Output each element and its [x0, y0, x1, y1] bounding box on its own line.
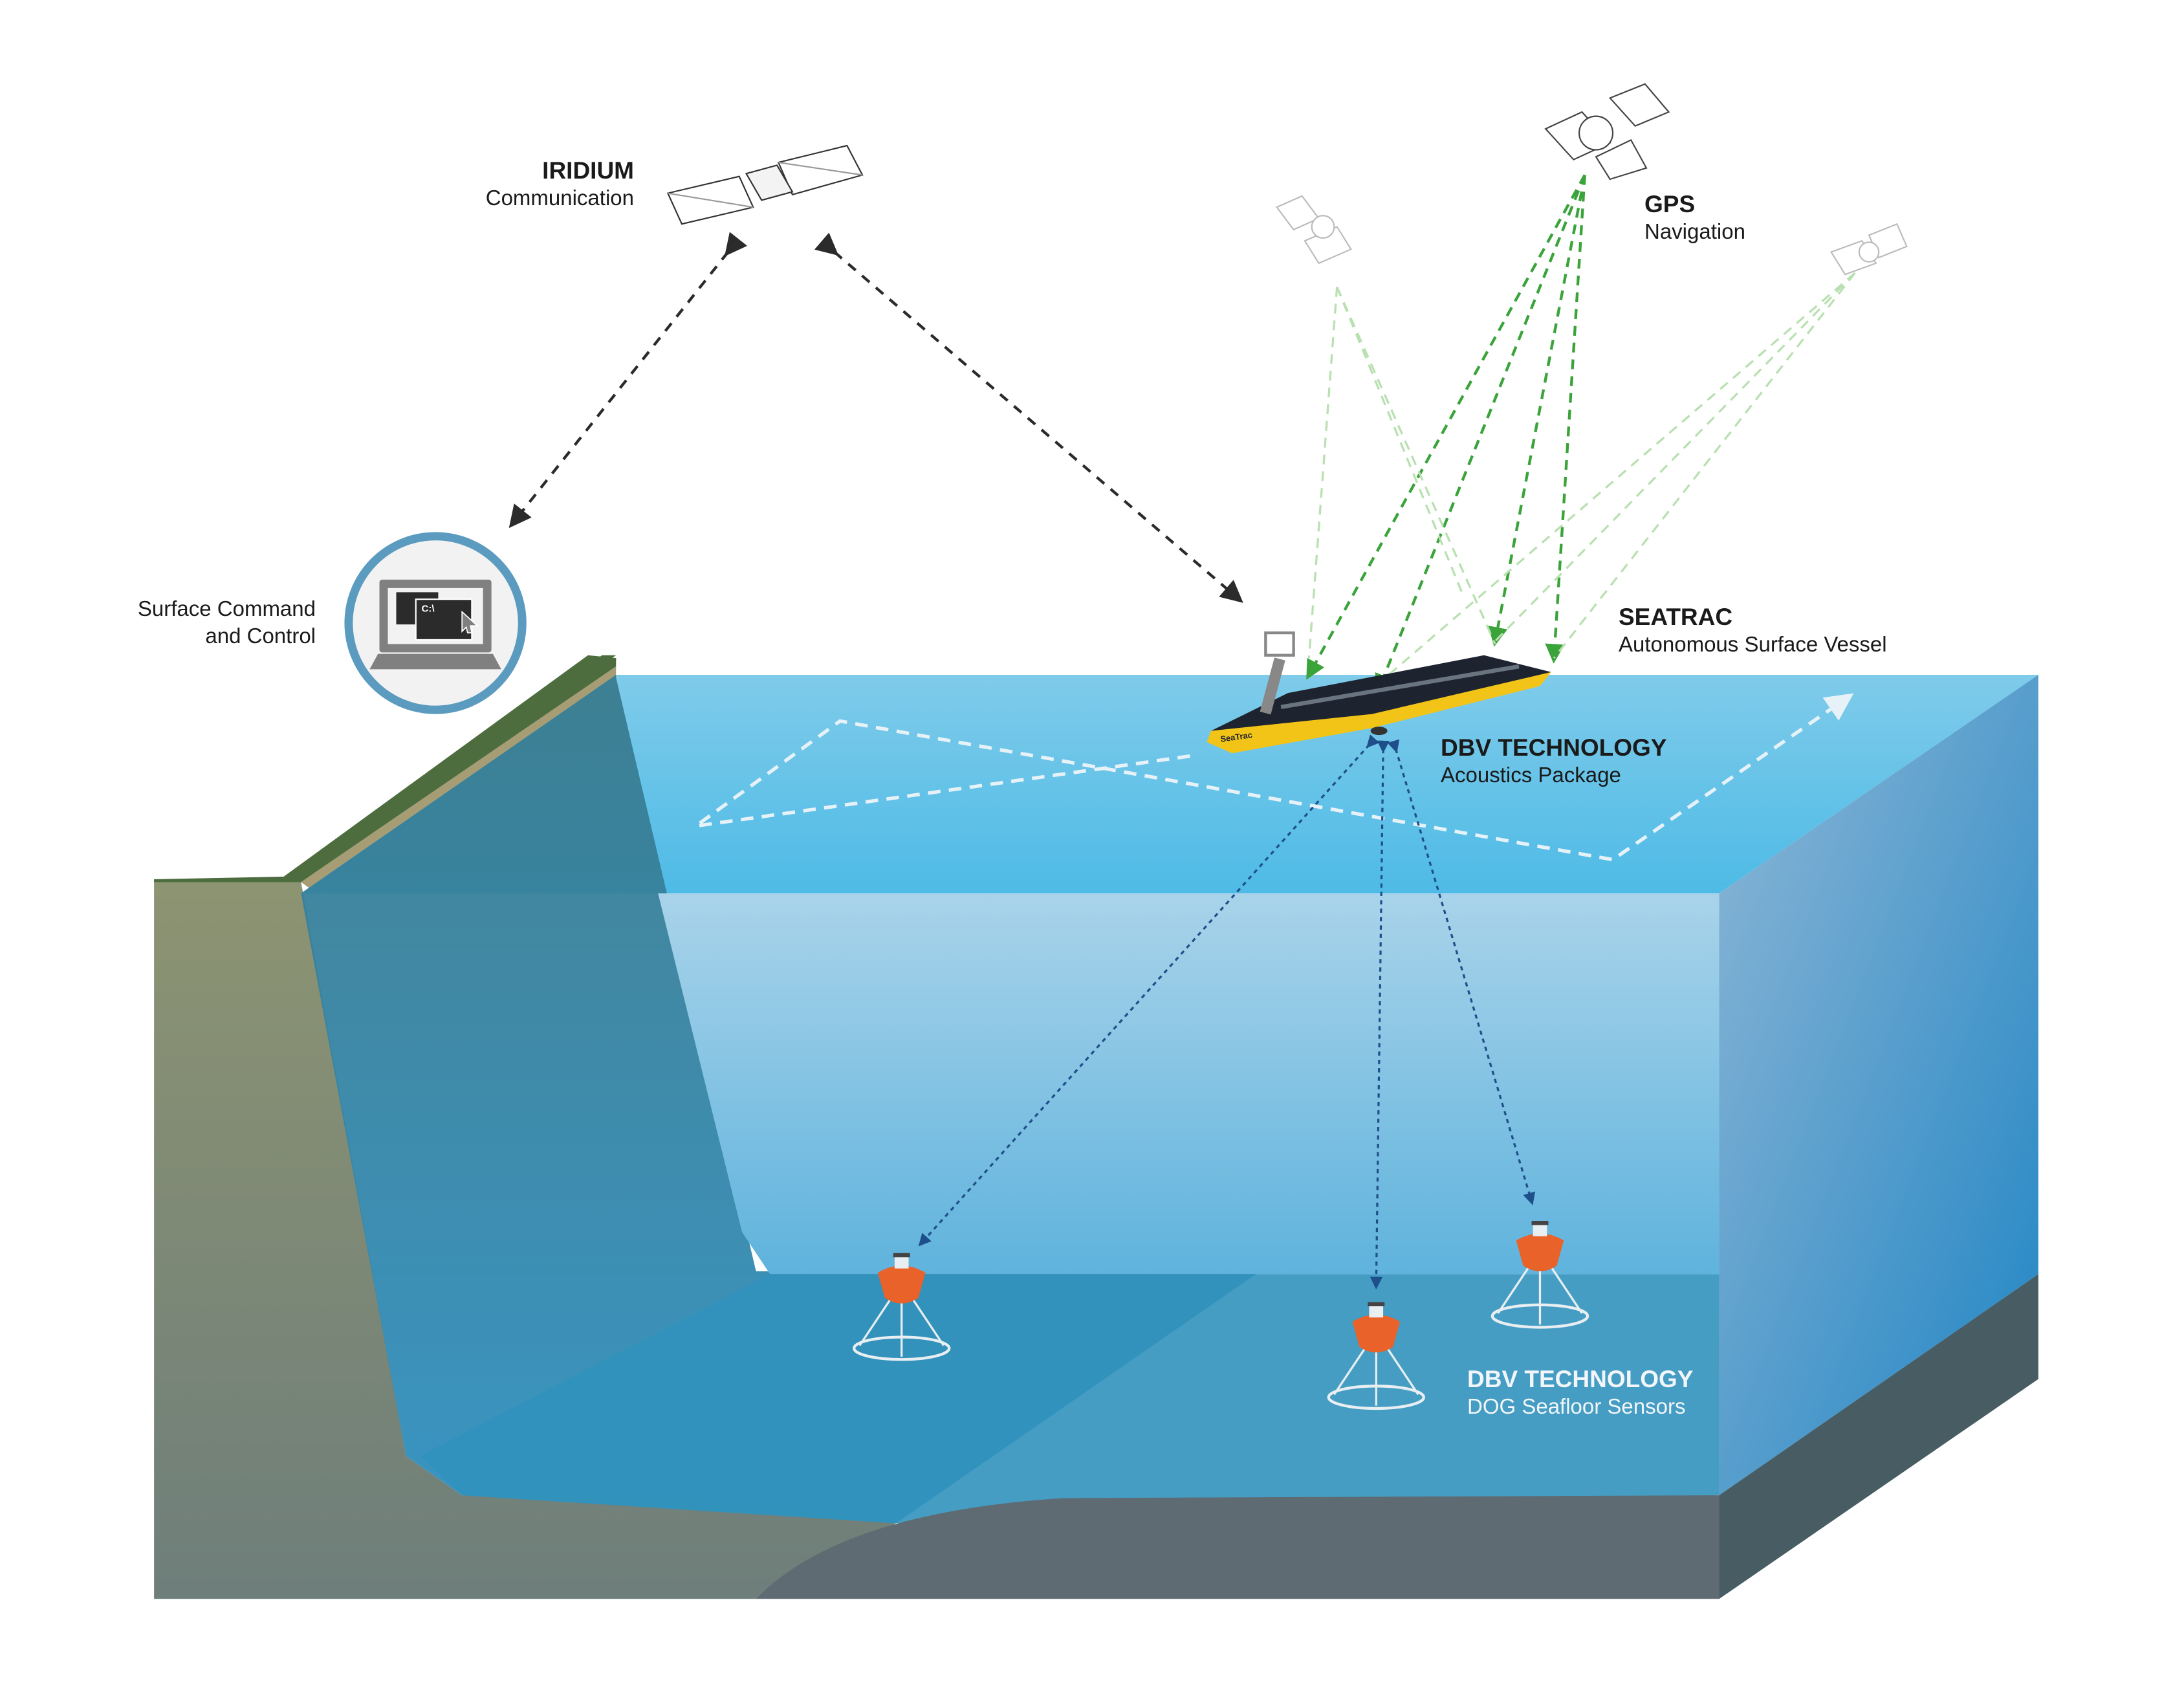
sensor-part [1497, 1262, 1533, 1314]
boat-brand: SeaTrac [1219, 730, 1252, 744]
acoustic-links [918, 734, 1536, 1290]
iridium-title: IRIDIUM [542, 157, 634, 184]
dbv-sensors-label: DBV TECHNOLOGY DOG Seafloor Sensors [1467, 1366, 1693, 1420]
gps-satellite-right-icon [1829, 223, 1908, 276]
sensor-part [909, 1294, 945, 1346]
sensor-part [1547, 1262, 1583, 1314]
seatrac-label: SEATRAC Autonomous Surface Vessel [1619, 604, 1887, 658]
surface-command-line1: Surface Command [137, 597, 316, 620]
sensor-part [877, 1266, 926, 1304]
laptop-screen-text: C:\ [421, 604, 435, 615]
dbv-acoustics-label: DBV TECHNOLOGY Acoustics Package [1441, 734, 1666, 789]
sensor-part [893, 1253, 910, 1258]
seafloor-sensor-2 [1327, 1302, 1426, 1410]
seatrac-subtitle: Autonomous Surface Vessel [1619, 632, 1887, 656]
seabed-front [756, 1495, 1720, 1599]
seafloor-sensor-3 [1491, 1220, 1589, 1329]
iridium-subtitle: Communication [485, 186, 634, 210]
iridium-link-vessel [814, 232, 1243, 603]
land-front-face [154, 879, 897, 1599]
sensor-part [1531, 1220, 1549, 1225]
sensor-part [1516, 1233, 1564, 1271]
dbv-sensors-title: DBV TECHNOLOGY [1467, 1366, 1694, 1392]
land-sand-strip [301, 666, 617, 893]
iridium-label: IRIDIUM Communication [336, 157, 634, 212]
gps-label: GPS Navigation [1644, 191, 1745, 245]
gps-satellite-left-icon [1275, 195, 1352, 265]
surface-command-label: Surface Command and Control [65, 595, 316, 650]
sensor-part [1383, 1343, 1419, 1396]
sensor-part [858, 1294, 895, 1346]
iridium-satellite-icon [666, 144, 864, 225]
dbv-acoustics-title: DBV TECHNOLOGY [1441, 734, 1667, 761]
sensor-part [894, 1256, 909, 1269]
sensor-part [1352, 1314, 1401, 1353]
seafloor-sensor-1 [852, 1253, 951, 1361]
seatrac-title: SEATRAC [1619, 604, 1733, 630]
gps-title: GPS [1644, 191, 1696, 217]
gps-links [1306, 174, 1856, 694]
gps-satellite-main-icon [1544, 83, 1670, 181]
sensor-part [1369, 1304, 1384, 1318]
sensor-part [1368, 1302, 1385, 1307]
dbv-sensors-subtitle: DOG Seafloor Sensors [1467, 1394, 1686, 1418]
gps-subtitle: Navigation [1644, 219, 1745, 243]
seabed-right-face [1719, 1274, 2038, 1599]
grass-top [154, 655, 617, 882]
seatrac-vessel: SeaTrac [1207, 631, 1551, 754]
dbv-acoustics-subtitle: Acoustics Package [1441, 763, 1621, 787]
vessel-survey-path [694, 693, 1854, 862]
water-front-face [658, 893, 1720, 1275]
sensor-part [1533, 1223, 1547, 1236]
iridium-link-laptop [508, 232, 748, 529]
water-right-face [1719, 675, 2038, 1496]
surface-command-line2: and Control [205, 624, 316, 648]
sensor-part [1333, 1343, 1369, 1396]
surface-command-laptop-icon[interactable]: C:\ [344, 532, 527, 714]
